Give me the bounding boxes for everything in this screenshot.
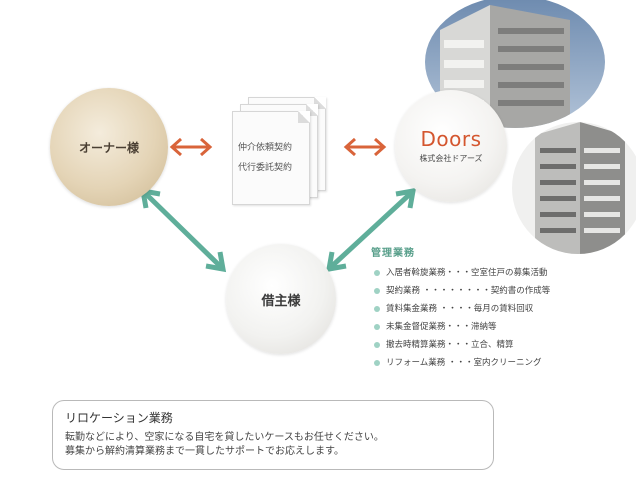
- owner-node: オーナー様: [50, 88, 168, 206]
- green-double-arrow-doors-tenant: [325, 187, 417, 273]
- relocation-title: リロケーション業務: [65, 411, 173, 425]
- bullet-icon: [374, 324, 380, 330]
- list-item: リフォーム業務 ・・・室内クリーニング: [374, 354, 550, 372]
- list-item: 未集金督促業務・・・滞納等: [374, 318, 550, 336]
- list-item: 契約業務 ・・・・・・・・契約書の作成等: [374, 282, 550, 300]
- apartment-building-photo-bottom: [512, 122, 636, 254]
- contract-document: [232, 111, 310, 205]
- doors-logo: Doors: [420, 126, 482, 151]
- building-photos: [425, 0, 636, 254]
- bullet-icon: [374, 306, 380, 312]
- orange-double-arrow-right: [343, 137, 387, 157]
- bullet-icon: [374, 288, 380, 294]
- list-item: 撤去時精算業務・・・立合、精算: [374, 336, 550, 354]
- green-double-arrow-owner-tenant: [139, 187, 227, 273]
- relocation-text-line: 転勤などにより、空家になる自宅を貸したいケースもお任せください。: [65, 432, 384, 443]
- contract-label-agency: 代行委託契約: [238, 163, 293, 173]
- relocation-text-line: 募集から解約清算業務まで一貫したサポートでお応えします。: [65, 446, 344, 457]
- contract-label-brokerage: 仲介依頼契約: [238, 143, 293, 153]
- list-item: 賃料集金業務 ・・・・毎月の賃料回収: [374, 300, 550, 318]
- orange-double-arrow-left: [169, 137, 213, 157]
- owner-label: オーナー様: [78, 140, 139, 155]
- management-title: 管理業務: [371, 248, 415, 259]
- doors-node: Doors 株式会社ドアーズ: [395, 90, 507, 202]
- bullet-icon: [374, 270, 380, 276]
- list-item: 入居者斡旋業務・・・空室住戸の募集活動: [374, 264, 550, 282]
- doors-company-name: 株式会社ドアーズ: [419, 153, 483, 163]
- management-list: 入居者斡旋業務・・・空室住戸の募集活動 契約業務 ・・・・・・・・契約書の作成等…: [374, 264, 550, 372]
- relocation-info-box: リロケーション業務 転勤などにより、空家になる自宅を貸したいケースもお任せくださ…: [52, 400, 494, 470]
- tenant-label: 借主様: [261, 293, 301, 309]
- bullet-icon: [374, 342, 380, 348]
- bullet-icon: [374, 360, 380, 366]
- tenant-node: 借主様: [226, 244, 336, 354]
